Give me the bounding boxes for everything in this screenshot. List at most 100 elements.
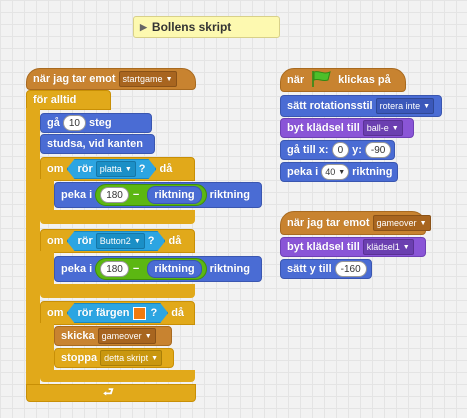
chevron-down-icon: ▼	[391, 124, 399, 132]
chevron-down-icon: ▼	[402, 243, 410, 251]
chevron-down-icon: ▼	[144, 332, 152, 340]
hat-label: när jag tar emot	[33, 73, 116, 85]
costume-dropdown[interactable]: klädsel1▼	[362, 239, 414, 255]
point-suffix: riktning	[209, 263, 250, 275]
move-label: gå	[47, 117, 60, 129]
if3-left-arm	[40, 323, 54, 373]
chevron-down-icon: ▼	[165, 75, 173, 83]
if1-bottom	[40, 210, 195, 224]
loop-arrow-icon: ⮐	[103, 384, 114, 399]
goto-x-label: gå till x:	[287, 144, 329, 156]
when-receive-startgame-hat[interactable]: när jag tar emot startgame▼	[26, 68, 196, 90]
point-suffix: riktning	[209, 189, 250, 201]
if2-bottom	[40, 284, 195, 298]
touching-button2-condition[interactable]: rör Button2▼ ?	[67, 231, 166, 251]
question-mark: ?	[150, 307, 158, 319]
forever-label: för alltid	[33, 94, 77, 106]
minus-sign: −	[132, 189, 140, 201]
chevron-down-icon: ▼	[338, 168, 346, 176]
rotation-style-dropdown[interactable]: rotera inte▼	[375, 98, 435, 114]
then-label: då	[168, 235, 182, 247]
direction-dropdown[interactable]: 40▼	[321, 164, 350, 180]
subtract-operator[interactable]: 180 − riktning	[95, 184, 207, 206]
steps-unit: steg	[88, 117, 112, 129]
touching-platta-condition[interactable]: rör platta▼ ?	[67, 159, 157, 179]
question-mark: ?	[138, 163, 146, 175]
direction-reporter[interactable]: riktning	[147, 260, 202, 278]
message-dropdown[interactable]: gameover▼	[372, 215, 431, 231]
move-steps-block[interactable]: gå 10 steg	[40, 113, 152, 133]
forever-left-arm	[26, 108, 40, 388]
script-comment[interactable]: ▶ Bollens skript	[133, 16, 280, 38]
if-touching-color-block[interactable]: om rör färgen ? då	[40, 301, 195, 325]
direction-reporter[interactable]: riktning	[147, 186, 202, 204]
if-touching-button2-block[interactable]: om rör Button2▼ ? då	[40, 229, 195, 253]
point-in-direction-block[interactable]: peka i 180 − riktning riktning	[54, 256, 262, 282]
subtract-operator[interactable]: 180 − riktning	[95, 258, 207, 280]
hat-pre-label: när	[287, 74, 305, 86]
set-y-block[interactable]: sätt y till -160	[280, 259, 372, 279]
y-input[interactable]: -90	[364, 142, 392, 158]
switch-costume-block[interactable]: byt klädsel till ball-e▼	[280, 118, 414, 138]
message-dropdown[interactable]: startgame▼	[118, 71, 177, 87]
set-rotation-style-block[interactable]: sätt rotationsstil rotera inte▼	[280, 95, 442, 117]
if-touching-platta-block[interactable]: om rör platta▼ ? då	[40, 157, 195, 181]
broadcast-message-dropdown[interactable]: gameover▼	[97, 328, 156, 344]
switch-costume-block[interactable]: byt klädsel till klädsel1▼	[280, 237, 426, 257]
point-suffix: riktning	[352, 166, 393, 178]
touching-label: rör	[77, 163, 93, 175]
point-in-direction-block[interactable]: peka i 40▼ riktning	[280, 162, 398, 182]
question-mark: ?	[147, 235, 155, 247]
costume-label: byt klädsel till	[287, 241, 360, 253]
if-label: om	[47, 235, 64, 247]
rotation-label: sätt rotationsstil	[287, 100, 373, 112]
then-label: då	[159, 163, 173, 175]
stop-block[interactable]: stoppa detta skript▼	[54, 348, 174, 368]
stop-option-dropdown[interactable]: detta skript▼	[100, 350, 163, 366]
point-in-direction-block[interactable]: peka i 180 − riktning riktning	[54, 182, 262, 208]
chevron-down-icon: ▼	[419, 219, 427, 227]
costume-label: byt klädsel till	[287, 122, 360, 134]
forever-bottom: ⮐	[26, 384, 196, 402]
operand-input[interactable]: 180	[100, 187, 129, 203]
broadcast-block[interactable]: skicka gameover▼	[54, 326, 172, 346]
if2-left-arm	[40, 251, 54, 287]
then-label: då	[171, 307, 185, 319]
touching-color-condition[interactable]: rör färgen ?	[67, 303, 169, 323]
goto-y-label: y:	[352, 144, 362, 156]
stop-label: stoppa	[61, 352, 98, 364]
touching-target-dropdown[interactable]: Button2▼	[96, 233, 145, 249]
comment-text: Bollens skript	[151, 20, 232, 34]
minus-sign: −	[132, 263, 140, 275]
touching-target-dropdown[interactable]: platta▼	[96, 161, 136, 177]
chevron-down-icon: ▼	[124, 165, 132, 173]
when-receive-gameover-hat[interactable]: när jag tar emot gameover▼	[280, 211, 431, 235]
collapse-triangle-icon[interactable]: ▶	[140, 21, 147, 32]
if-label: om	[47, 163, 64, 175]
point-label: peka i	[61, 189, 93, 201]
set-y-label: sätt y till	[287, 263, 332, 275]
when-green-flag-clicked-hat[interactable]: när klickas på	[280, 68, 406, 92]
hat-label: när jag tar emot	[287, 217, 370, 229]
green-flag-icon	[310, 70, 332, 91]
broadcast-label: skicka	[61, 330, 95, 342]
steps-input[interactable]: 10	[62, 115, 86, 131]
bounce-label: studsa, vid kanten	[47, 138, 143, 150]
if-label: om	[47, 307, 64, 319]
if3-bottom	[40, 370, 195, 382]
bounce-on-edge-block[interactable]: studsa, vid kanten	[40, 134, 155, 154]
if1-left-arm	[40, 179, 54, 213]
go-to-xy-block[interactable]: gå till x: 0 y: -90	[280, 140, 395, 160]
touching-label: rör	[77, 235, 93, 247]
forever-block[interactable]: för alltid	[26, 90, 111, 110]
chevron-down-icon: ▼	[133, 237, 141, 245]
x-input[interactable]: 0	[331, 142, 350, 158]
color-swatch[interactable]	[133, 307, 146, 320]
y-value-input[interactable]: -160	[334, 261, 367, 277]
point-label: peka i	[287, 166, 319, 178]
costume-dropdown[interactable]: ball-e▼	[362, 120, 403, 136]
operand-input[interactable]: 180	[100, 261, 129, 277]
touching-color-label: rör färgen	[77, 307, 130, 319]
point-label: peka i	[61, 263, 93, 275]
hat-post-label: klickas på	[338, 74, 391, 86]
